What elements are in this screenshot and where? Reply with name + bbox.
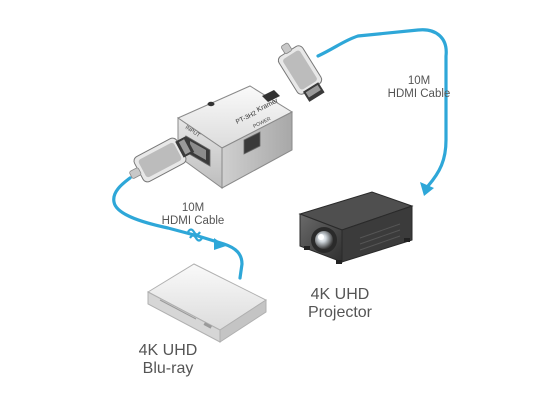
cable-top xyxy=(316,28,448,188)
cable-type-bottom: HDMI Cable xyxy=(161,215,225,228)
bluray-label-line1: 4K UHD xyxy=(138,342,198,359)
bluray-label-line2: Blu-ray xyxy=(142,360,194,378)
cable-bottom xyxy=(112,176,244,280)
cable-label-top: 10M HDMI Cable xyxy=(378,75,460,101)
cable-type-top: HDMI Cable xyxy=(387,88,451,101)
arrow-up-icon xyxy=(214,238,226,250)
hdmi-plug-icon xyxy=(129,136,195,183)
cable-break-icon xyxy=(187,228,203,242)
projector-label-line2: Projector xyxy=(307,304,373,322)
arrow-down-icon xyxy=(420,182,434,196)
hdmi-plug-icon xyxy=(277,42,325,102)
cable-length-bottom: 10M xyxy=(181,202,205,214)
bluray-device xyxy=(146,263,268,343)
projector-device xyxy=(298,191,414,264)
hdmi-extender: Kramer PT-3H2 INPUT POWER xyxy=(176,85,294,189)
projector-label: 4K UHD Projector xyxy=(290,286,390,323)
projector-label-line1: 4K UHD xyxy=(310,286,370,303)
cable-length-top: 10M xyxy=(407,75,431,87)
cables xyxy=(112,28,448,280)
cable-label-bottom: 10M HDMI Cable xyxy=(152,202,234,228)
bluray-label: 4K UHD Blu-ray xyxy=(118,342,218,379)
